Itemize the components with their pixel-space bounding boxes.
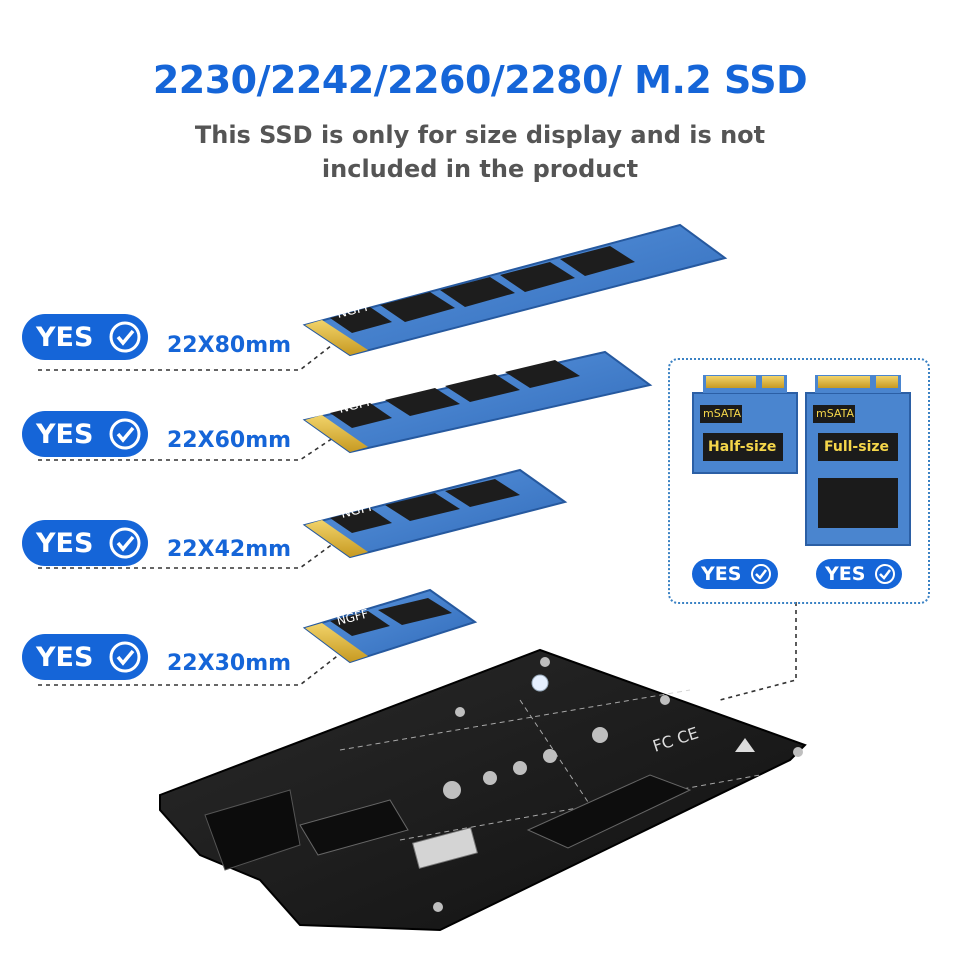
compatibility-badge-2280: YES bbox=[22, 314, 148, 360]
badge-label: YES bbox=[36, 528, 94, 559]
badge-label: YES bbox=[36, 419, 94, 450]
page-subtitle: This SSD is only for size display and is… bbox=[194, 121, 766, 183]
msata-size-half: Half-size bbox=[708, 439, 777, 455]
size-label-2260: 22X60mm bbox=[167, 428, 292, 453]
size-label-2230: 22X30mm bbox=[167, 651, 292, 676]
ssd-2280: NGFF bbox=[302, 223, 728, 357]
size-label-2242: 22X42mm bbox=[167, 537, 292, 562]
leader-lines bbox=[38, 334, 797, 701]
badge-label: YES bbox=[701, 563, 742, 585]
size-label-2280: 22X80mm bbox=[167, 333, 292, 358]
compatibility-badge-2260: YES bbox=[22, 411, 148, 457]
badge-label: YES bbox=[36, 322, 94, 353]
msata-full-size-card bbox=[805, 375, 911, 546]
adapter-board: FC CE bbox=[159, 648, 807, 932]
badge-label: YES bbox=[36, 642, 94, 673]
ssd-2242: NGFF bbox=[302, 468, 568, 559]
msata-compatibility-box bbox=[668, 358, 930, 604]
check-circle-icon bbox=[109, 321, 141, 353]
check-circle-icon bbox=[109, 641, 141, 673]
msata-half-size-card bbox=[692, 375, 798, 474]
check-circle-icon bbox=[751, 564, 771, 584]
msata-tag-half: mSATA bbox=[703, 407, 741, 420]
ssd-2260: NGFF bbox=[302, 350, 653, 454]
msata-size-full: Full-size bbox=[824, 439, 890, 455]
check-circle-icon bbox=[109, 418, 141, 450]
page-title: 2230/2242/2260/2280/ M.2 SSD bbox=[152, 58, 808, 102]
msata-tag-full: mSATA bbox=[816, 407, 854, 420]
check-circle-icon bbox=[875, 564, 895, 584]
check-circle-icon bbox=[109, 527, 141, 559]
compatibility-badge-2230: YES bbox=[22, 634, 148, 680]
msata-half-badge: YES bbox=[692, 559, 778, 589]
badge-label: YES bbox=[825, 563, 866, 585]
compatibility-badge-2242: YES bbox=[22, 520, 148, 566]
msata-full-badge: YES bbox=[816, 559, 902, 589]
ssd-2230: NGFF bbox=[302, 588, 478, 664]
